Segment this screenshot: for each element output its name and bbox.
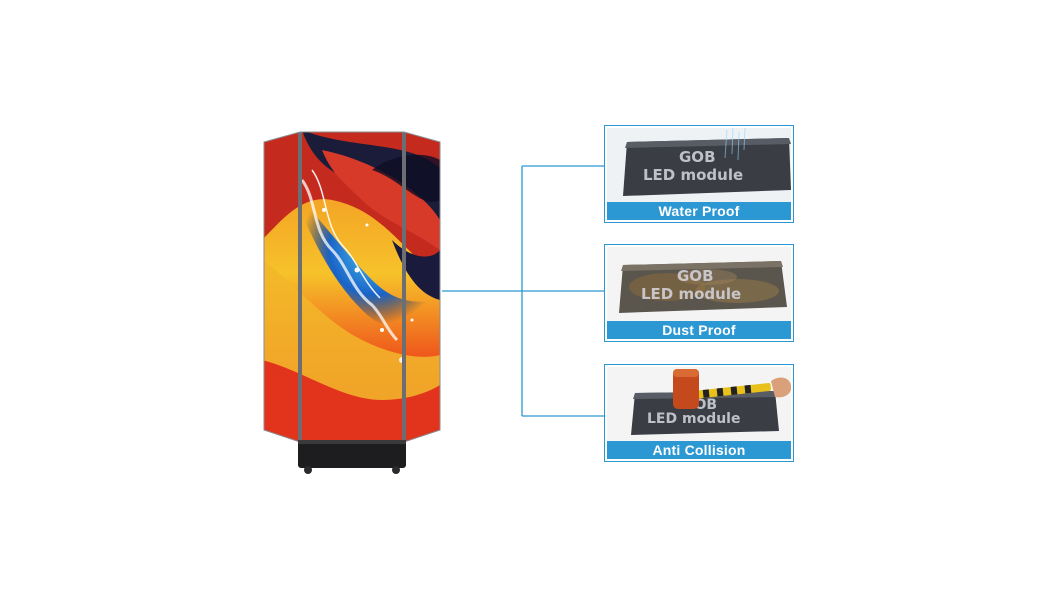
feature-card-water-proof: GOB LED module Water Proof bbox=[604, 125, 794, 223]
module-label-line2: LED module bbox=[643, 166, 743, 184]
module-label-line2: LED module bbox=[641, 285, 741, 303]
kiosk-illustration bbox=[263, 131, 441, 474]
hammer-icon: GOB LED module bbox=[607, 367, 791, 441]
anti-collision-photo: GOB LED module bbox=[607, 367, 791, 441]
hammer-graphic bbox=[673, 369, 791, 409]
dust-icon: GOB LED module bbox=[607, 247, 791, 321]
water-proof-photo: GOB LED module bbox=[607, 128, 791, 202]
feature-card-anti-collision: GOB LED module Anti Collision bbox=[604, 364, 794, 462]
module-label-line1: GOB bbox=[677, 267, 714, 285]
led-kiosk-display bbox=[262, 130, 442, 476]
feature-caption: Dust Proof bbox=[607, 321, 791, 339]
feature-caption: Anti Collision bbox=[607, 441, 791, 459]
dust-proof-photo: GOB LED module bbox=[607, 247, 791, 321]
water-splash-icon: GOB LED module bbox=[607, 128, 791, 202]
module-label-line1: GOB bbox=[679, 148, 716, 166]
feature-card-dust-proof: GOB LED module Dust Proof bbox=[604, 244, 794, 342]
module-label-line2: LED module bbox=[647, 411, 740, 427]
feature-caption: Water Proof bbox=[607, 202, 791, 220]
